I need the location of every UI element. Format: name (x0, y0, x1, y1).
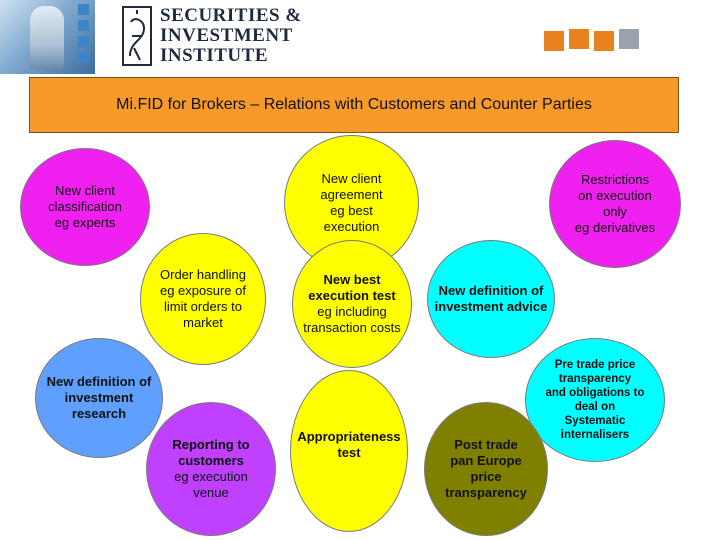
node-title: Restrictions on execution only (578, 172, 652, 219)
node-title: Reporting to customers (172, 437, 250, 468)
node-title: Order handling (160, 267, 246, 282)
node-subtitle: eg including transaction costs (303, 304, 401, 335)
node-best-execution: New best execution test eg including tra… (292, 240, 412, 368)
blue-square-icon (78, 36, 89, 47)
orange-square-icon (544, 31, 564, 51)
node-reporting: Reporting to customers eg execution venu… (146, 402, 276, 536)
node-title: New client agreement (320, 170, 383, 202)
node-title: Post trade pan Europe price transparency (445, 437, 527, 500)
node-title: New client classification (48, 183, 122, 214)
node-subtitle: eg best execution (323, 202, 380, 234)
node-appropriateness: Appropriateness test (290, 370, 408, 532)
blue-square-icon (78, 4, 89, 15)
node-order-handling: Order handling eg exposure of limit orde… (140, 233, 266, 365)
node-post-trade: Post trade pan Europe price transparency (424, 402, 548, 536)
node-pre-trade: Pre trade price transparency and obligat… (525, 338, 665, 462)
node-title: Appropriateness test (297, 429, 401, 460)
node-title: New best execution test (308, 272, 396, 303)
logo-line-1: SECURITIES & (160, 5, 302, 26)
logo-line-3: INSTITUTE (160, 45, 268, 66)
logo-line-2: INVESTMENT (160, 25, 293, 46)
node-title: New definition of investment research (46, 374, 152, 421)
node-restrictions: Restrictions on execution only eg deriva… (549, 140, 681, 268)
institute-crest-icon (122, 6, 152, 66)
blue-square-icon (78, 20, 89, 31)
node-title: New definition of investment advice (434, 283, 548, 314)
orange-square-icon (594, 31, 614, 51)
node-subtitle: eg experts (54, 215, 116, 230)
blue-square-icon (78, 52, 89, 63)
node-title: Pre trade price transparency and obligat… (545, 359, 645, 441)
institute-logo-text: SECURITIES & INVESTMENT INSTITUTE (160, 6, 302, 66)
title-banner: Mi.FID for Brokers – Relations with Cust… (29, 77, 679, 133)
grey-square-icon (619, 29, 639, 49)
node-investment-advice: New definition of investment advice (427, 240, 555, 358)
header: SECURITIES & INVESTMENT INSTITUTE (0, 0, 720, 78)
node-subtitle: eg derivatives (574, 220, 656, 235)
slide-title: Mi.FID for Brokers – Relations with Cust… (116, 96, 592, 113)
node-subtitle: eg execution venue (174, 469, 248, 500)
node-subtitle: eg exposure of limit orders to market (159, 283, 246, 330)
node-client-classification: New client classification eg experts (20, 148, 150, 266)
person-figure (30, 6, 64, 70)
orange-square-icon (569, 29, 589, 49)
node-investment-research: New definition of investment research (35, 338, 163, 458)
